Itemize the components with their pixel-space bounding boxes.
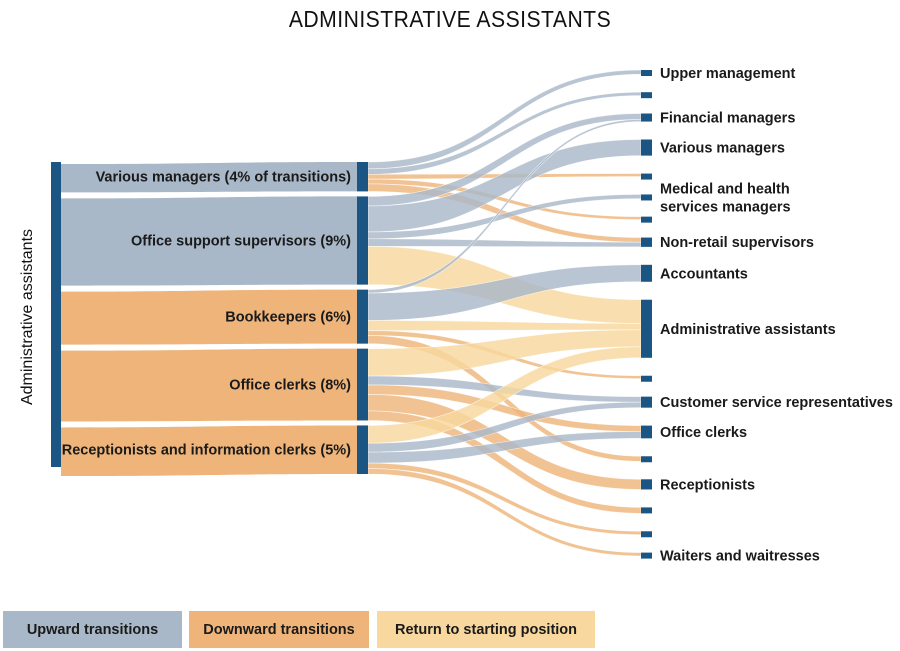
legend-label: Return to starting position xyxy=(394,621,578,638)
intermediate-node-bar-bk xyxy=(357,289,368,344)
destination-node-label-ww: Waiters and waitresses xyxy=(660,549,820,565)
intermediate-node-bar-oc xyxy=(357,348,368,421)
destination-node-bar-d7 xyxy=(641,216,652,223)
destination-node-label-ocd: Office clerks xyxy=(660,425,747,441)
destination-node-bar-d11 xyxy=(641,375,652,382)
destination-node-label-fm: Financial managers xyxy=(660,111,795,127)
intermediate-node-label-oss: Office support supervisors (9%) xyxy=(131,234,351,250)
intermediate-node-label-oc: Office clerks (8%) xyxy=(229,378,351,394)
source-flow-oc xyxy=(61,348,357,422)
destination-node-bar-aa xyxy=(641,299,652,358)
source-flow-vm xyxy=(61,162,357,193)
destination-node-label-nrs: Non-retail supervisors xyxy=(660,235,814,251)
destination-node-bar-d5 xyxy=(641,173,652,180)
flow-bk-to-fm xyxy=(367,119,642,294)
flow-bk-to-acc xyxy=(367,264,642,321)
destination-node-label-rcp: Receptionists xyxy=(660,477,755,493)
intermediate-node-label-bk: Bookkeepers (6%) xyxy=(225,310,351,326)
destination-node-bar-d16 xyxy=(641,507,652,514)
destination-node-label-mh: Medical and health services managers xyxy=(660,181,791,215)
intermediate-node-bar-vm xyxy=(357,162,368,192)
legend-label: Downward transitions xyxy=(203,621,355,638)
intermediate-node-bar-rec xyxy=(357,425,368,474)
destination-node-label-vmd: Various managers xyxy=(660,141,785,157)
source-flow-oss xyxy=(61,196,357,286)
destination-node-bar-rcp xyxy=(641,479,652,490)
legend-item-return-to-starting-position: Return to starting position xyxy=(377,611,595,648)
destination-node-bar-ocd xyxy=(641,425,652,439)
destination-flows-layer xyxy=(367,69,642,557)
destination-node-label-um: Upper management xyxy=(660,66,796,82)
nodes-layer xyxy=(51,70,652,559)
destination-node-bar-d17 xyxy=(641,531,652,538)
destination-node-bar-ww xyxy=(641,552,652,559)
destination-node-bar-d2 xyxy=(641,92,652,99)
legend-item-upward-transitions: Upward transitions xyxy=(3,611,182,648)
source-flow-bk xyxy=(61,289,357,345)
label-line-2: services managers xyxy=(660,199,791,215)
flow-rec-to-csr xyxy=(367,401,642,453)
source-flow-rec xyxy=(61,425,357,476)
destination-node-bar-d14 xyxy=(641,456,652,463)
destination-node-bar-csr xyxy=(641,396,652,408)
destination-node-bar-um xyxy=(641,70,652,76)
flow-rec-to-aa xyxy=(367,346,642,444)
flow-oss-to-nrs xyxy=(367,238,642,248)
intermediate-node-label-rec: Receptionists and information clerks (5%… xyxy=(62,443,351,459)
destination-node-bar-vmd xyxy=(641,139,652,156)
destination-node-bar-mh xyxy=(641,194,652,201)
labels-layer: Various managers (4% of transitions) Offi… xyxy=(62,66,893,565)
chart-title: ADMINISTRATIVE ASSISTANTS xyxy=(288,6,612,32)
destination-node-bar-acc xyxy=(641,264,652,282)
destination-node-label-acc: Accountants xyxy=(660,266,748,282)
intermediate-node-label-vm: Various managers (4% of transitions) xyxy=(96,170,352,186)
destination-node-bar-fm xyxy=(641,113,652,122)
label-line-1: Medical and health xyxy=(660,181,790,197)
destination-node-label-aa: Administrative assistants xyxy=(660,322,836,338)
source-flows-layer xyxy=(61,162,357,476)
legend-item-downward-transitions: Downward transitions xyxy=(189,611,369,648)
intermediate-node-bar-oss xyxy=(357,196,368,285)
legend-label: Upward transitions xyxy=(26,621,159,638)
destination-node-bar-nrs xyxy=(641,237,652,247)
destination-node-label-csr: Customer service representatives xyxy=(660,395,893,411)
source-node-bar xyxy=(51,162,61,467)
